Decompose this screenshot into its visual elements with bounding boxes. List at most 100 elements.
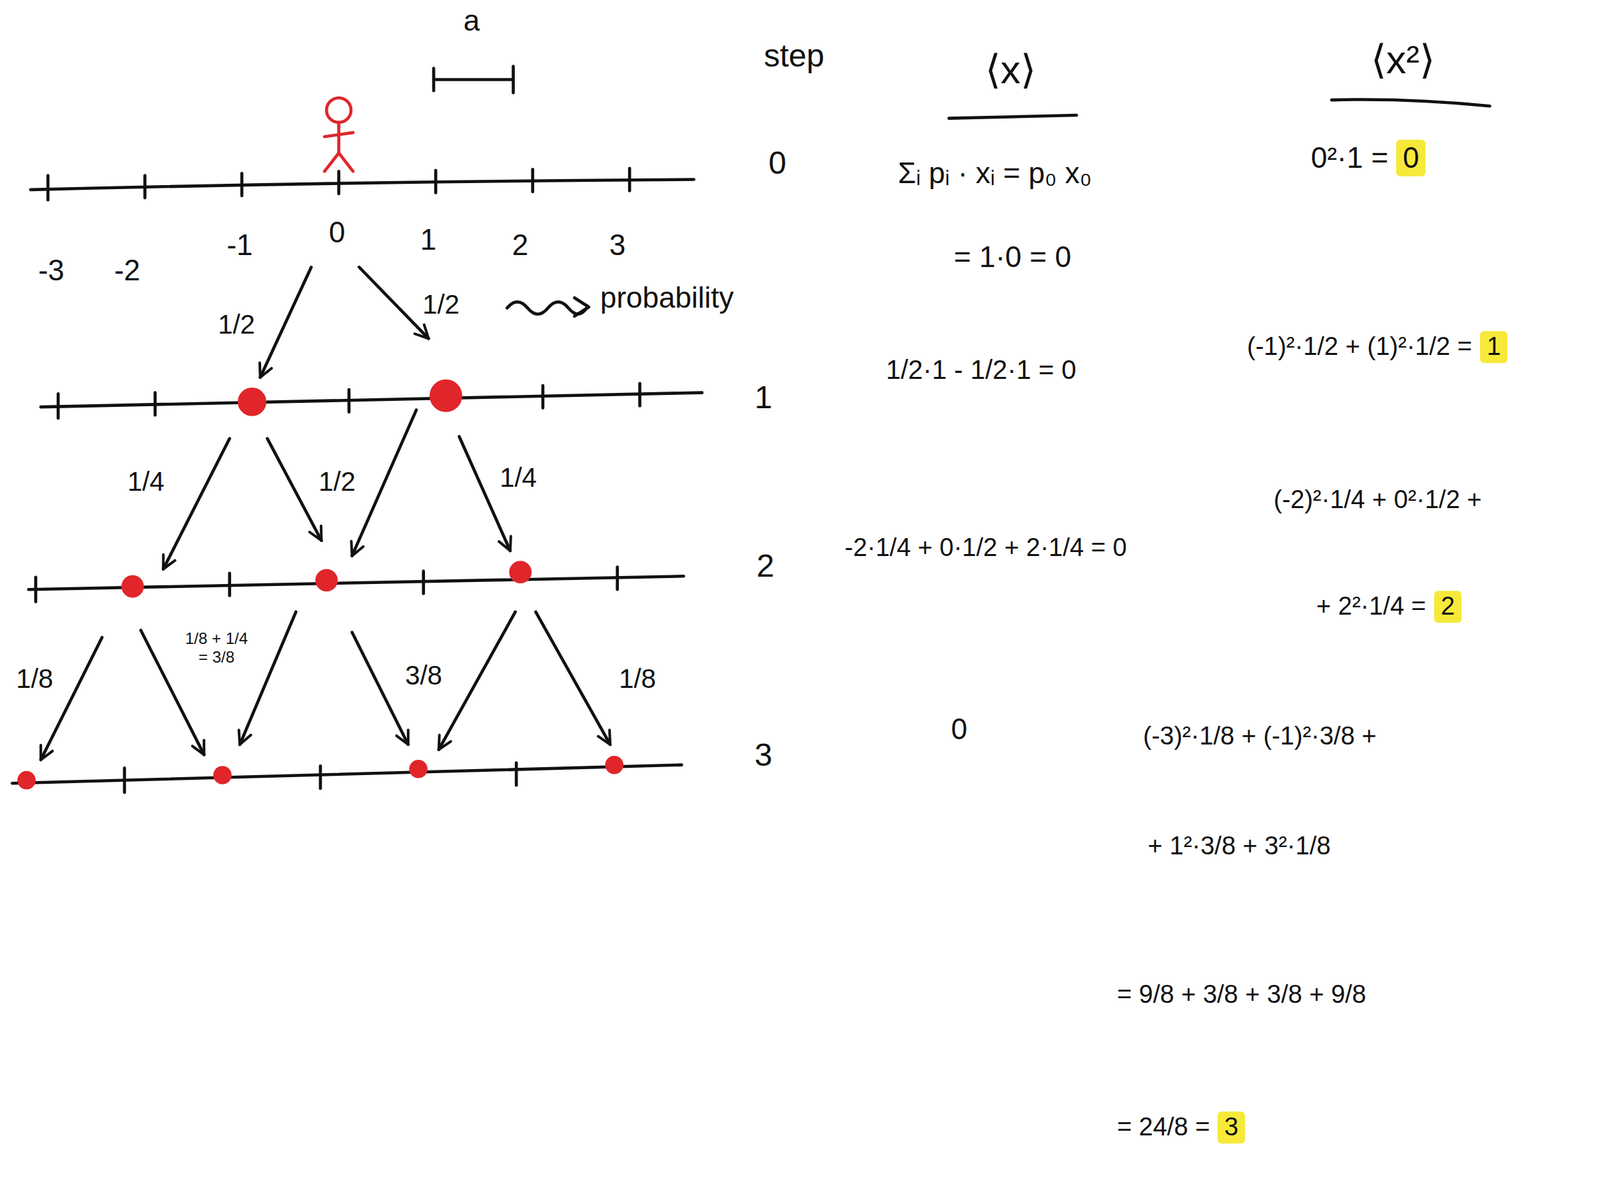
walker-figure: [324, 153, 339, 172]
handwritten-label: (-3)²·1/8 + (-1)²·3/8 +: [1143, 722, 1377, 752]
handwritten-label: = 1·0 = 0: [953, 240, 1072, 275]
transition-arrow: [535, 612, 611, 745]
scale-bar: [511, 66, 515, 94]
handwritten-label: 2: [512, 228, 529, 263]
position-dot: [410, 761, 427, 779]
transition-arrow: [352, 410, 417, 557]
highlighted-result: 1: [1480, 331, 1508, 364]
handwritten-label: ⟨x²⟩: [1370, 36, 1435, 83]
handwritten-label: 2: [756, 547, 775, 585]
position-dot: [510, 562, 531, 583]
number-line: [628, 168, 632, 192]
position-dot: [316, 570, 338, 591]
handwritten-label: ⟨x⟩: [985, 46, 1036, 93]
number-line: [319, 766, 323, 789]
handwritten-label: 1/8 + 1/4 = 3/8: [181, 629, 252, 667]
handwritten-label: 3/8: [404, 660, 443, 691]
number-line: [33, 577, 38, 603]
handwritten-label: = 9/8 + 3/8 + 3/8 + 9/8: [1117, 980, 1367, 1010]
walker-figure: [339, 153, 354, 172]
handwritten-label: 3: [609, 228, 626, 263]
handwritten-label: probability: [600, 281, 735, 316]
handwritten-label: a: [463, 3, 480, 38]
number-line: [46, 175, 50, 200]
number-line: [434, 170, 438, 194]
number-line: [123, 768, 127, 793]
number-line: [347, 389, 352, 413]
handwritten-label: 3: [754, 736, 773, 774]
position-dot: [122, 576, 144, 597]
transition-arrow: [40, 267, 611, 761]
number-line: [56, 393, 60, 419]
transition-arrow: [163, 438, 230, 570]
number-line: [153, 393, 158, 416]
walker-figure: [324, 132, 354, 137]
handwritten-label: + 1²·3/8 + 3²·1/8: [1147, 831, 1331, 862]
highlighted-result: 3: [1217, 1111, 1245, 1144]
number-line: [11, 168, 703, 793]
header-underline: [949, 99, 1491, 118]
squiggle-arrow: [574, 297, 589, 317]
transition-arrow: [267, 438, 322, 541]
transition-arrow: [140, 630, 204, 755]
transition-arrow: [458, 436, 511, 552]
header-underline: [1331, 99, 1490, 106]
number-line: [143, 175, 147, 198]
handwritten-label: 0²·1 =: [1310, 141, 1389, 176]
handwritten-label: Σᵢ pᵢ · xᵢ = p₀ x₀: [897, 156, 1092, 191]
handwritten-label: -2·1/4 + 0·1/2 + 2·1/4 = 0: [844, 533, 1128, 563]
transition-arrow: [40, 637, 102, 761]
handwritten-label: 1: [420, 223, 437, 258]
squiggle-arrow: [506, 301, 587, 314]
number-line: [514, 763, 519, 787]
number-line: [337, 171, 341, 194]
position-dot: [214, 767, 232, 785]
scale-bar: [433, 77, 513, 82]
handwritten-label: -1: [226, 228, 253, 263]
number-line: [421, 571, 425, 595]
handwritten-label: 1/4: [127, 466, 165, 497]
handwritten-label: 1/8: [618, 663, 657, 695]
number-line: [638, 383, 642, 407]
number-line: [40, 393, 703, 407]
walker-figure: [337, 122, 341, 154]
transition-arrow: [438, 612, 516, 751]
position-dot: [18, 380, 623, 789]
number-line: [11, 765, 682, 785]
number-line: [240, 173, 244, 196]
header-underline: [949, 115, 1077, 119]
transition-arrow: [352, 632, 409, 745]
position-dot: [238, 389, 266, 416]
transition-arrow: [239, 612, 296, 745]
handwritten-label: 0: [329, 215, 346, 250]
handwritten-label: step: [764, 37, 825, 74]
handwritten-label: 1/4: [499, 462, 537, 493]
scale-bar: [433, 66, 513, 94]
highlighted-result: 0: [1396, 139, 1426, 177]
handwritten-label: 0: [951, 712, 968, 747]
scale-bar: [432, 68, 436, 92]
handwritten-label: 1/8: [15, 663, 54, 695]
handwritten-label: 1: [754, 379, 773, 416]
handwritten-label: 1/2·1 - 1/2·1 = 0: [885, 354, 1077, 386]
number-line: [30, 179, 695, 190]
handwritten-label: (-2)²·1/4 + 0²·1/2 +: [1273, 485, 1483, 515]
position-dot: [606, 756, 623, 774]
squiggle-arrow: [506, 297, 589, 317]
handwritten-label: 1/2: [422, 289, 460, 320]
walker-figure: [324, 97, 354, 172]
walker-figure: [326, 97, 352, 123]
number-line: [530, 169, 535, 192]
highlighted-result: 2: [1434, 590, 1462, 623]
handwritten-label: -2: [113, 253, 140, 288]
position-dot: [18, 772, 36, 789]
handwritten-label: + 2²·1/4 =: [1316, 592, 1427, 622]
handwritten-label: (-1)²·1/2 + (1)²·1/2 =: [1246, 332, 1473, 362]
number-line: [541, 385, 545, 409]
number-line: [615, 567, 619, 591]
position-dot: [430, 380, 461, 411]
transition-arrow: [260, 267, 312, 378]
number-line: [227, 573, 232, 597]
transition-arrow: [359, 267, 429, 339]
